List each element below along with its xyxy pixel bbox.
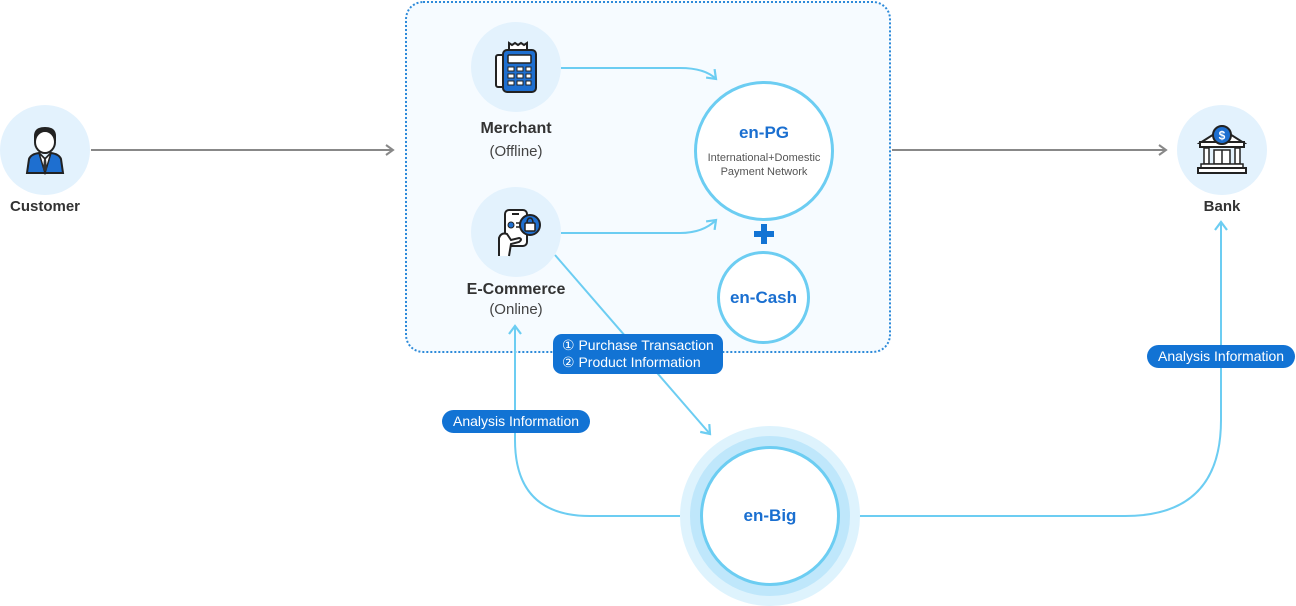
en-big-title: en-Big xyxy=(743,506,797,525)
en-pg-subtitle-line1: International+Domestic xyxy=(707,152,821,164)
ecommerce-label: E-Commerce xyxy=(466,281,566,298)
en-pg-subtitle: International+Domestic Payment Network xyxy=(708,151,821,179)
ecommerce-sublabel: (Online) xyxy=(489,301,543,318)
svg-text:$: $ xyxy=(1219,129,1226,143)
transaction-badge-line1: ① Purchase Transaction xyxy=(562,337,714,353)
en-pg-title: en-PG xyxy=(738,123,790,142)
en-pg-node[interactable]: en-PG International+Domestic Payment Net… xyxy=(694,81,834,221)
en-cash-title: en-Cash xyxy=(729,287,798,307)
plus-icon xyxy=(754,224,774,244)
merchant-label: Merchant xyxy=(480,120,552,137)
merchant-sublabel: (Offline) xyxy=(489,143,543,160)
customer-label: Customer xyxy=(9,198,80,215)
arrow-enbig-to-bank xyxy=(858,220,1228,517)
bank-label: Bank xyxy=(1203,198,1241,215)
analysis-badge-right: Analysis Information xyxy=(1147,345,1296,368)
ecommerce-node[interactable] xyxy=(471,187,561,277)
transaction-badge: ① Purchase Transaction ② Product Informa… xyxy=(553,334,723,374)
analysis-badge-left: Analysis Information xyxy=(442,410,591,433)
bank-dollar-icon: $ xyxy=(1197,125,1247,174)
mobile-shopping-icon xyxy=(498,209,541,257)
en-pg-subtitle-line2: Payment Network xyxy=(720,166,808,178)
arrow-enbig-to-ecommerce xyxy=(508,324,680,517)
arrow-merchant-to-enpg xyxy=(561,67,718,81)
bank-node[interactable]: $ xyxy=(1177,105,1267,195)
businessman-icon xyxy=(25,127,65,175)
arrow-ecommerce-to-enpg xyxy=(561,218,718,234)
transaction-badge-line2: ② Product Information xyxy=(562,354,701,370)
en-cash-node[interactable]: en-Cash xyxy=(717,251,810,344)
card-terminal-icon xyxy=(495,41,537,93)
merchant-node[interactable] xyxy=(471,22,561,112)
customer-node[interactable] xyxy=(0,105,90,195)
en-big-node[interactable]: en-Big xyxy=(700,446,840,586)
